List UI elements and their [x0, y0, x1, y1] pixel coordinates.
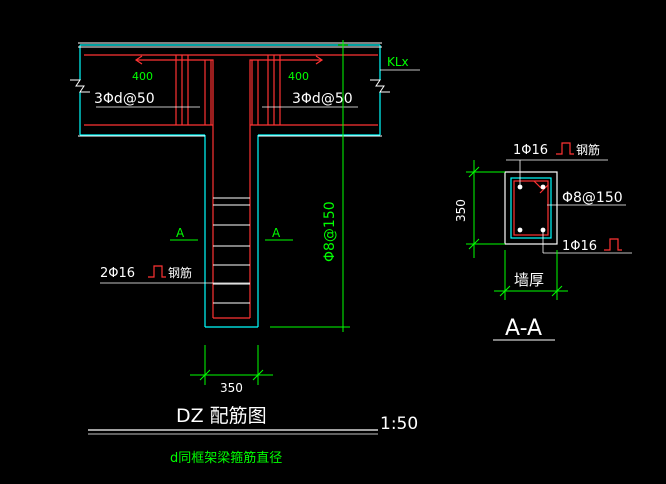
section-height-label: 350	[454, 199, 468, 222]
width-dimension	[190, 345, 273, 385]
section-height-dimension	[466, 160, 505, 258]
section-width-dimension	[494, 250, 568, 300]
title-block: DZ 配筋图 1:50 d同框架梁箍筋直径	[88, 405, 418, 466]
section-bottom-rebar-label: 1Φ16	[562, 239, 597, 254]
section-stirrup-inner	[513, 180, 549, 236]
main-elevation: 400 400 3Φd@50 3Φd@50 KLx A A 2Φ16 钢筋 Φ8…	[70, 40, 420, 395]
section-leaders	[506, 159, 632, 254]
section-top-rebar-text: 钢筋	[576, 142, 600, 157]
beam-outline	[79, 44, 381, 328]
left-length-label: 400	[132, 70, 153, 83]
bottom-rebar-label: 2Φ16	[100, 266, 135, 281]
left-stirrup-label: 3Φd@50	[94, 91, 155, 107]
section-stirrup	[510, 177, 552, 239]
section-outline	[504, 171, 558, 245]
stirrup-leaders	[96, 106, 358, 284]
section-bottom-symbol-icon	[604, 238, 622, 251]
drawing-note: d同框架梁箍筋直径	[170, 450, 282, 466]
right-stirrup-label: 3Φd@50	[292, 91, 353, 107]
section-width-label: 墙厚	[514, 271, 544, 289]
length-arrows	[134, 55, 324, 65]
section-rebar-symbol-icon	[556, 142, 574, 155]
rebar-dot	[517, 184, 523, 190]
column-stirrups	[213, 197, 250, 304]
drawing-scale: 1:50	[380, 414, 418, 434]
vertical-dimension	[270, 40, 350, 332]
rebar-symbol-icon	[148, 265, 166, 278]
width-dimension-label: 350	[220, 381, 243, 395]
right-length-label: 400	[288, 70, 309, 83]
beam-tag: KLx	[387, 55, 409, 69]
rebar-dot	[517, 227, 523, 233]
beam-top-edge	[78, 42, 382, 137]
section-mark-left: A	[176, 226, 185, 240]
section-mark-right: A	[272, 226, 281, 240]
break-marks	[70, 79, 390, 93]
drawing-title: DZ 配筋图	[176, 405, 267, 427]
section-title: A-A	[505, 316, 542, 341]
section-stirrup-label: Φ8@150	[562, 190, 623, 206]
rebar-dot	[540, 184, 546, 190]
section-view: 1Φ16 钢筋 Φ8@150 1Φ16 350 墙厚 A-A	[454, 142, 632, 341]
bottom-rebar-text: 钢筋	[168, 265, 192, 280]
section-top-rebar-label: 1Φ16	[513, 143, 548, 158]
rebar-dot	[540, 227, 546, 233]
beam-rebars	[84, 54, 378, 318]
column-stirrup-label: Φ8@150	[322, 201, 338, 262]
